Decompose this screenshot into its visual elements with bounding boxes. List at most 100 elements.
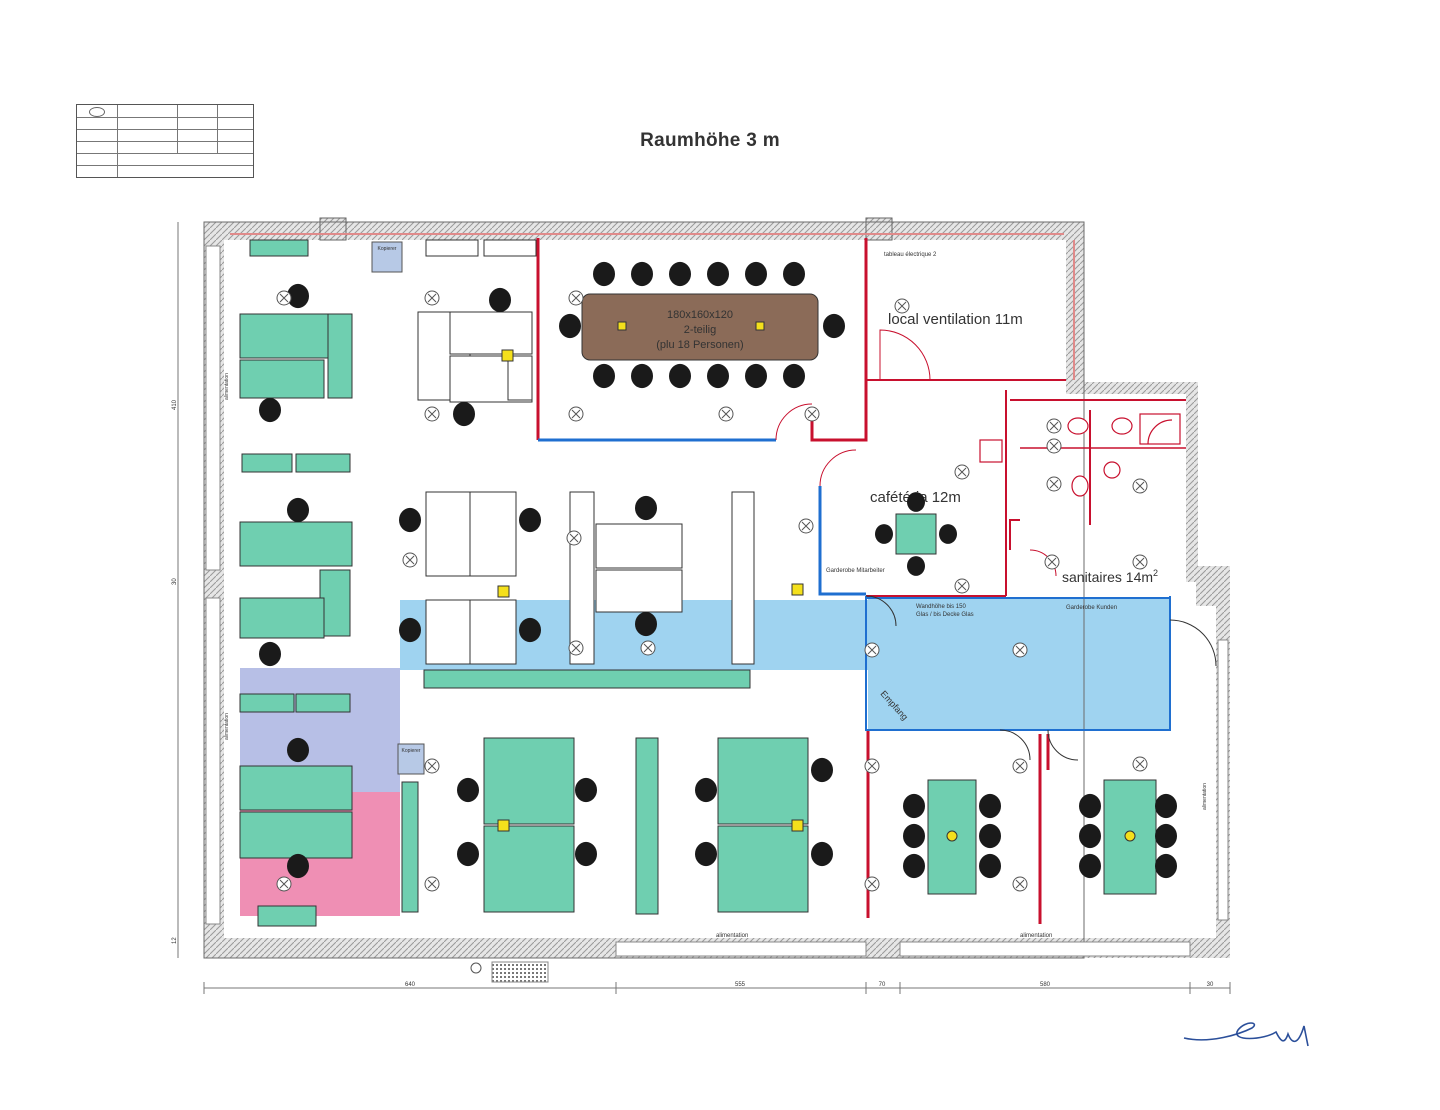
desk xyxy=(469,491,517,577)
desk xyxy=(569,491,595,665)
dim-bottom-3: 70 xyxy=(879,982,886,988)
desk xyxy=(425,491,471,577)
chair xyxy=(979,793,1001,819)
chair xyxy=(635,495,657,521)
desk xyxy=(483,825,575,913)
desk xyxy=(425,599,471,665)
ceiling-light-cross xyxy=(897,301,907,311)
desk xyxy=(241,453,293,473)
chair xyxy=(783,261,805,287)
ceiling-light-cross xyxy=(279,879,289,889)
ceiling-light-cross xyxy=(427,879,437,889)
dim-left-1: 410 xyxy=(172,399,178,410)
chair xyxy=(593,261,615,287)
chair xyxy=(745,363,767,389)
chair xyxy=(669,363,691,389)
page-title: Raumhöhe 3 m xyxy=(640,130,780,151)
desk xyxy=(319,569,351,637)
power-outlet xyxy=(501,349,514,362)
copier-top: Kopierer xyxy=(371,241,403,273)
chair xyxy=(631,363,653,389)
electrical-panel-label: tableau électrique 2 xyxy=(884,252,937,258)
dim-bottom-4: 580 xyxy=(1040,982,1051,988)
chair xyxy=(939,524,957,544)
desk xyxy=(239,521,353,567)
dimension-lines xyxy=(177,222,1231,994)
svg-text:Kopierer: Kopierer xyxy=(378,246,397,252)
chair xyxy=(457,777,479,803)
sanitary-fixtures xyxy=(979,413,1181,497)
chair xyxy=(903,793,925,819)
signature xyxy=(1183,1022,1309,1047)
desk xyxy=(449,311,533,355)
chair xyxy=(399,617,421,643)
ceiling-light-cross xyxy=(1135,481,1145,491)
ceiling-light-cross xyxy=(957,467,967,477)
power-outlet xyxy=(791,583,804,596)
alimentation-left-lower: alimentation xyxy=(224,713,230,740)
desk xyxy=(483,737,575,825)
garderobe-staff-label: Garderobe Mitarbeiter xyxy=(826,568,885,574)
desk xyxy=(507,355,533,401)
dim-left-3: 12 xyxy=(172,937,178,944)
desk xyxy=(401,781,419,913)
chair xyxy=(519,617,541,643)
desk xyxy=(595,523,683,569)
desk xyxy=(483,239,537,257)
chair xyxy=(631,261,653,287)
desk xyxy=(295,453,351,473)
ceiling-light-cross xyxy=(427,761,437,771)
meeting-spot xyxy=(946,830,958,842)
chair xyxy=(287,497,309,523)
chair xyxy=(823,313,845,339)
dim-bottom-1: 640 xyxy=(405,982,416,988)
ceiling-light-cross xyxy=(571,409,581,419)
title-block-logo xyxy=(89,107,105,117)
chair xyxy=(979,853,1001,879)
ceiling-lights-layer xyxy=(276,290,1148,892)
ceiling-light-cross xyxy=(569,533,579,543)
chair xyxy=(695,841,717,867)
power-outlet xyxy=(497,819,510,832)
title-block xyxy=(76,104,254,178)
desk xyxy=(239,597,325,639)
chair xyxy=(783,363,805,389)
chair xyxy=(287,283,309,309)
dim-bottom-5: 30 xyxy=(1207,982,1214,988)
chair xyxy=(875,524,893,544)
ceiling-light-cross xyxy=(1049,421,1059,431)
ceiling-light-cross xyxy=(721,409,731,419)
chair xyxy=(635,611,657,637)
chair xyxy=(907,492,925,512)
ceiling-light-cross xyxy=(957,581,967,591)
alimentation-bottom-left: alimentation xyxy=(716,933,748,939)
chair xyxy=(695,777,717,803)
chair xyxy=(1155,793,1177,819)
wall-height-note: Wandhöhe bis 150 xyxy=(916,604,966,610)
chair xyxy=(979,823,1001,849)
dim-left-2: 30 xyxy=(172,578,178,585)
desk xyxy=(239,811,353,859)
sanitaires-label: sanitaires 14m2 xyxy=(1062,568,1158,585)
entrance-marker xyxy=(470,962,482,974)
ceiling-light-cross xyxy=(1135,557,1145,567)
chair xyxy=(519,507,541,533)
ventilation-room-label: local ventilation 11m xyxy=(888,311,1023,328)
chair xyxy=(1079,823,1101,849)
chair xyxy=(669,261,691,287)
desk xyxy=(239,359,325,399)
dim-bottom-2: 555 xyxy=(735,982,746,988)
desk xyxy=(731,491,755,665)
chair xyxy=(287,853,309,879)
chair xyxy=(1155,823,1177,849)
partitions xyxy=(536,238,1217,924)
desk xyxy=(249,239,309,257)
ceiling-light-cross xyxy=(1049,441,1059,451)
ceiling-light-cross xyxy=(867,761,877,771)
chair xyxy=(903,853,925,879)
power-outlet xyxy=(791,819,804,832)
ceiling-light-cross xyxy=(867,879,877,889)
furniture-layer xyxy=(239,239,1177,927)
garderobe-clients-label: Garderobe Kunden xyxy=(1066,605,1117,611)
